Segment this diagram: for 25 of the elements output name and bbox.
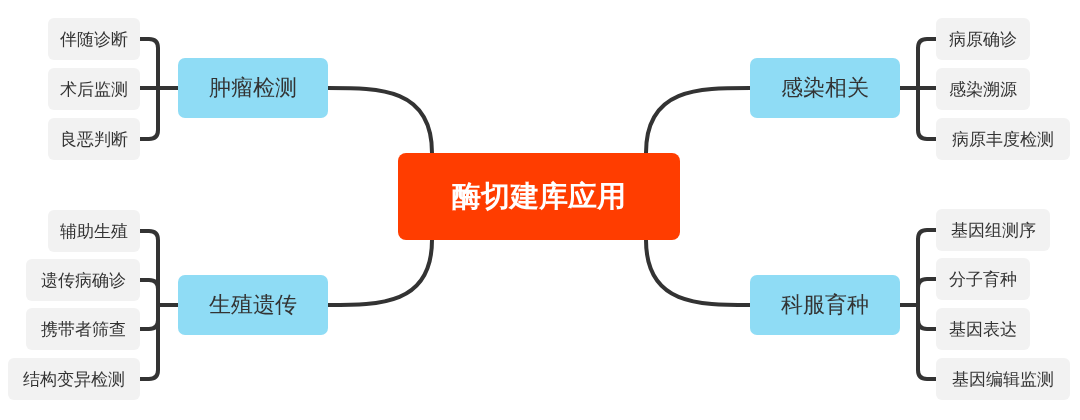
subtopic-box: 病原丰度检测 — [936, 118, 1070, 160]
subtopic-box: 分子育种 — [936, 258, 1030, 300]
central-topic-box: 酶切建库应用 — [398, 153, 680, 240]
connector-line — [326, 238, 434, 307]
subtopic-box: 感染溯源 — [936, 68, 1030, 110]
branch-topic-box: 科服育种 — [750, 275, 900, 335]
subtopic-box: 结构变异检测 — [8, 358, 140, 400]
subtopic-box: 基因编辑监测 — [936, 358, 1070, 400]
subtopic-box: 携带者筛查 — [26, 308, 140, 350]
subtopic-box: 病原确诊 — [936, 18, 1030, 60]
connector-line — [644, 238, 752, 307]
subtopic-box: 基因组测序 — [936, 209, 1050, 251]
connector-line — [326, 86, 434, 155]
subtopic-box: 良恶判断 — [48, 118, 140, 160]
subtopic-box: 辅助生殖 — [48, 210, 140, 252]
branch-topic-box: 肿瘤检测 — [178, 58, 328, 118]
branch-topic-box: 生殖遗传 — [178, 275, 328, 335]
subtopic-box: 遗传病确诊 — [26, 259, 140, 301]
subtopic-box: 伴随诊断 — [48, 18, 140, 60]
connector-line — [644, 86, 752, 155]
branch-topic-box: 感染相关 — [750, 58, 900, 118]
connector-line — [898, 86, 938, 141]
subtopic-box: 基因表达 — [936, 308, 1030, 350]
connector-line — [898, 303, 938, 381]
subtopic-box: 术后监测 — [48, 68, 140, 110]
